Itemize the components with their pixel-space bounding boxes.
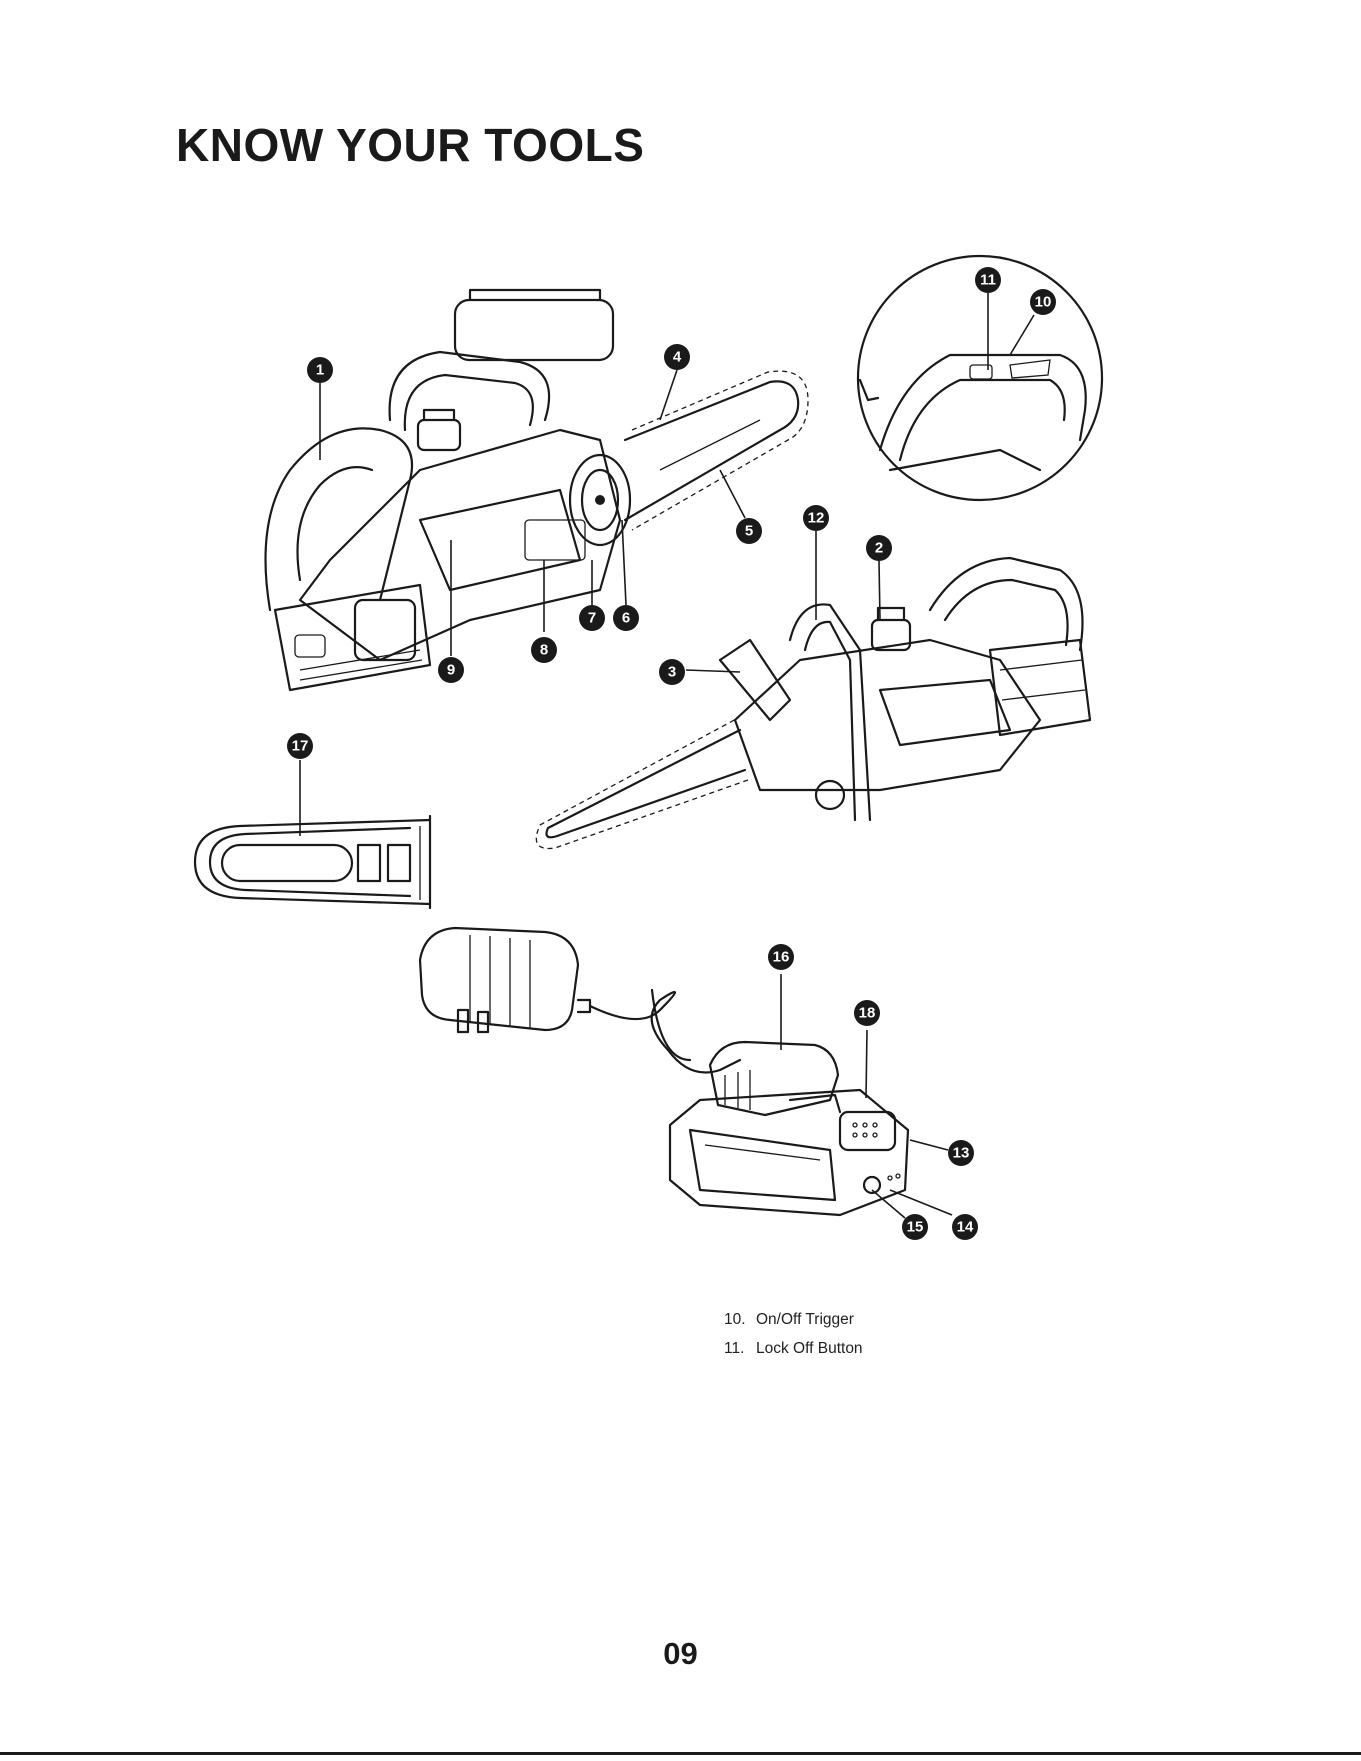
callout-1: 1 [307, 357, 333, 383]
callout-7: 7 [579, 605, 605, 631]
callout-3: 3 [659, 659, 685, 685]
callout-18: 18 [854, 1000, 880, 1026]
svg-text:11: 11 [980, 272, 996, 289]
callout-5: 5 [736, 518, 762, 544]
page-number: 09 [0, 1636, 1361, 1672]
legend-item-number: 10. [724, 1305, 756, 1334]
svg-text:3: 3 [668, 664, 676, 681]
legend-item: 10.On/Off Trigger [724, 1305, 863, 1334]
callout-8: 8 [531, 637, 557, 663]
svg-text:6: 6 [622, 610, 630, 627]
svg-text:7: 7 [588, 610, 596, 627]
svg-text:15: 15 [907, 1219, 924, 1236]
charger-adapter [420, 928, 740, 1073]
svg-text:1: 1 [316, 362, 324, 379]
svg-text:10: 10 [1035, 294, 1052, 311]
legend-item: 11.Lock Off Button [724, 1334, 863, 1363]
callout-14: 14 [952, 1214, 978, 1240]
leader-lines [300, 293, 1034, 1218]
callout-4: 4 [664, 344, 690, 370]
callout-17: 17 [287, 733, 313, 759]
svg-text:13: 13 [953, 1145, 970, 1162]
svg-text:16: 16 [773, 949, 790, 966]
callout-6: 6 [613, 605, 639, 631]
bar-scabbard [195, 816, 430, 908]
parts-legend: 10.On/Off Trigger 11.Lock Off Button [724, 1305, 863, 1363]
svg-text:9: 9 [447, 662, 455, 679]
bottom-rule [0, 1752, 1361, 1755]
svg-text:4: 4 [673, 349, 682, 366]
legend-item-label: Lock Off Button [756, 1340, 863, 1357]
svg-text:18: 18 [859, 1005, 876, 1022]
callout-2: 2 [866, 535, 892, 561]
callout-11: 11 [975, 267, 1001, 293]
callout-15: 15 [902, 1214, 928, 1240]
svg-text:8: 8 [540, 642, 548, 659]
chainsaw-left-view [266, 290, 809, 690]
callout-9: 9 [438, 657, 464, 683]
battery-and-charger [670, 1042, 908, 1215]
trigger-detail-inset [858, 256, 1102, 500]
callout-10: 10 [1030, 289, 1056, 315]
callout-16: 16 [768, 944, 794, 970]
svg-text:14: 14 [957, 1219, 974, 1236]
chainsaw-right-view [536, 558, 1090, 849]
legend-item-label: On/Off Trigger [756, 1311, 854, 1328]
svg-text:12: 12 [808, 510, 825, 527]
legend-item-number: 11. [724, 1334, 756, 1363]
callout-13: 13 [948, 1140, 974, 1166]
svg-text:17: 17 [292, 738, 309, 755]
svg-text:5: 5 [745, 523, 753, 540]
svg-text:2: 2 [875, 540, 883, 557]
callout-12: 12 [803, 505, 829, 531]
